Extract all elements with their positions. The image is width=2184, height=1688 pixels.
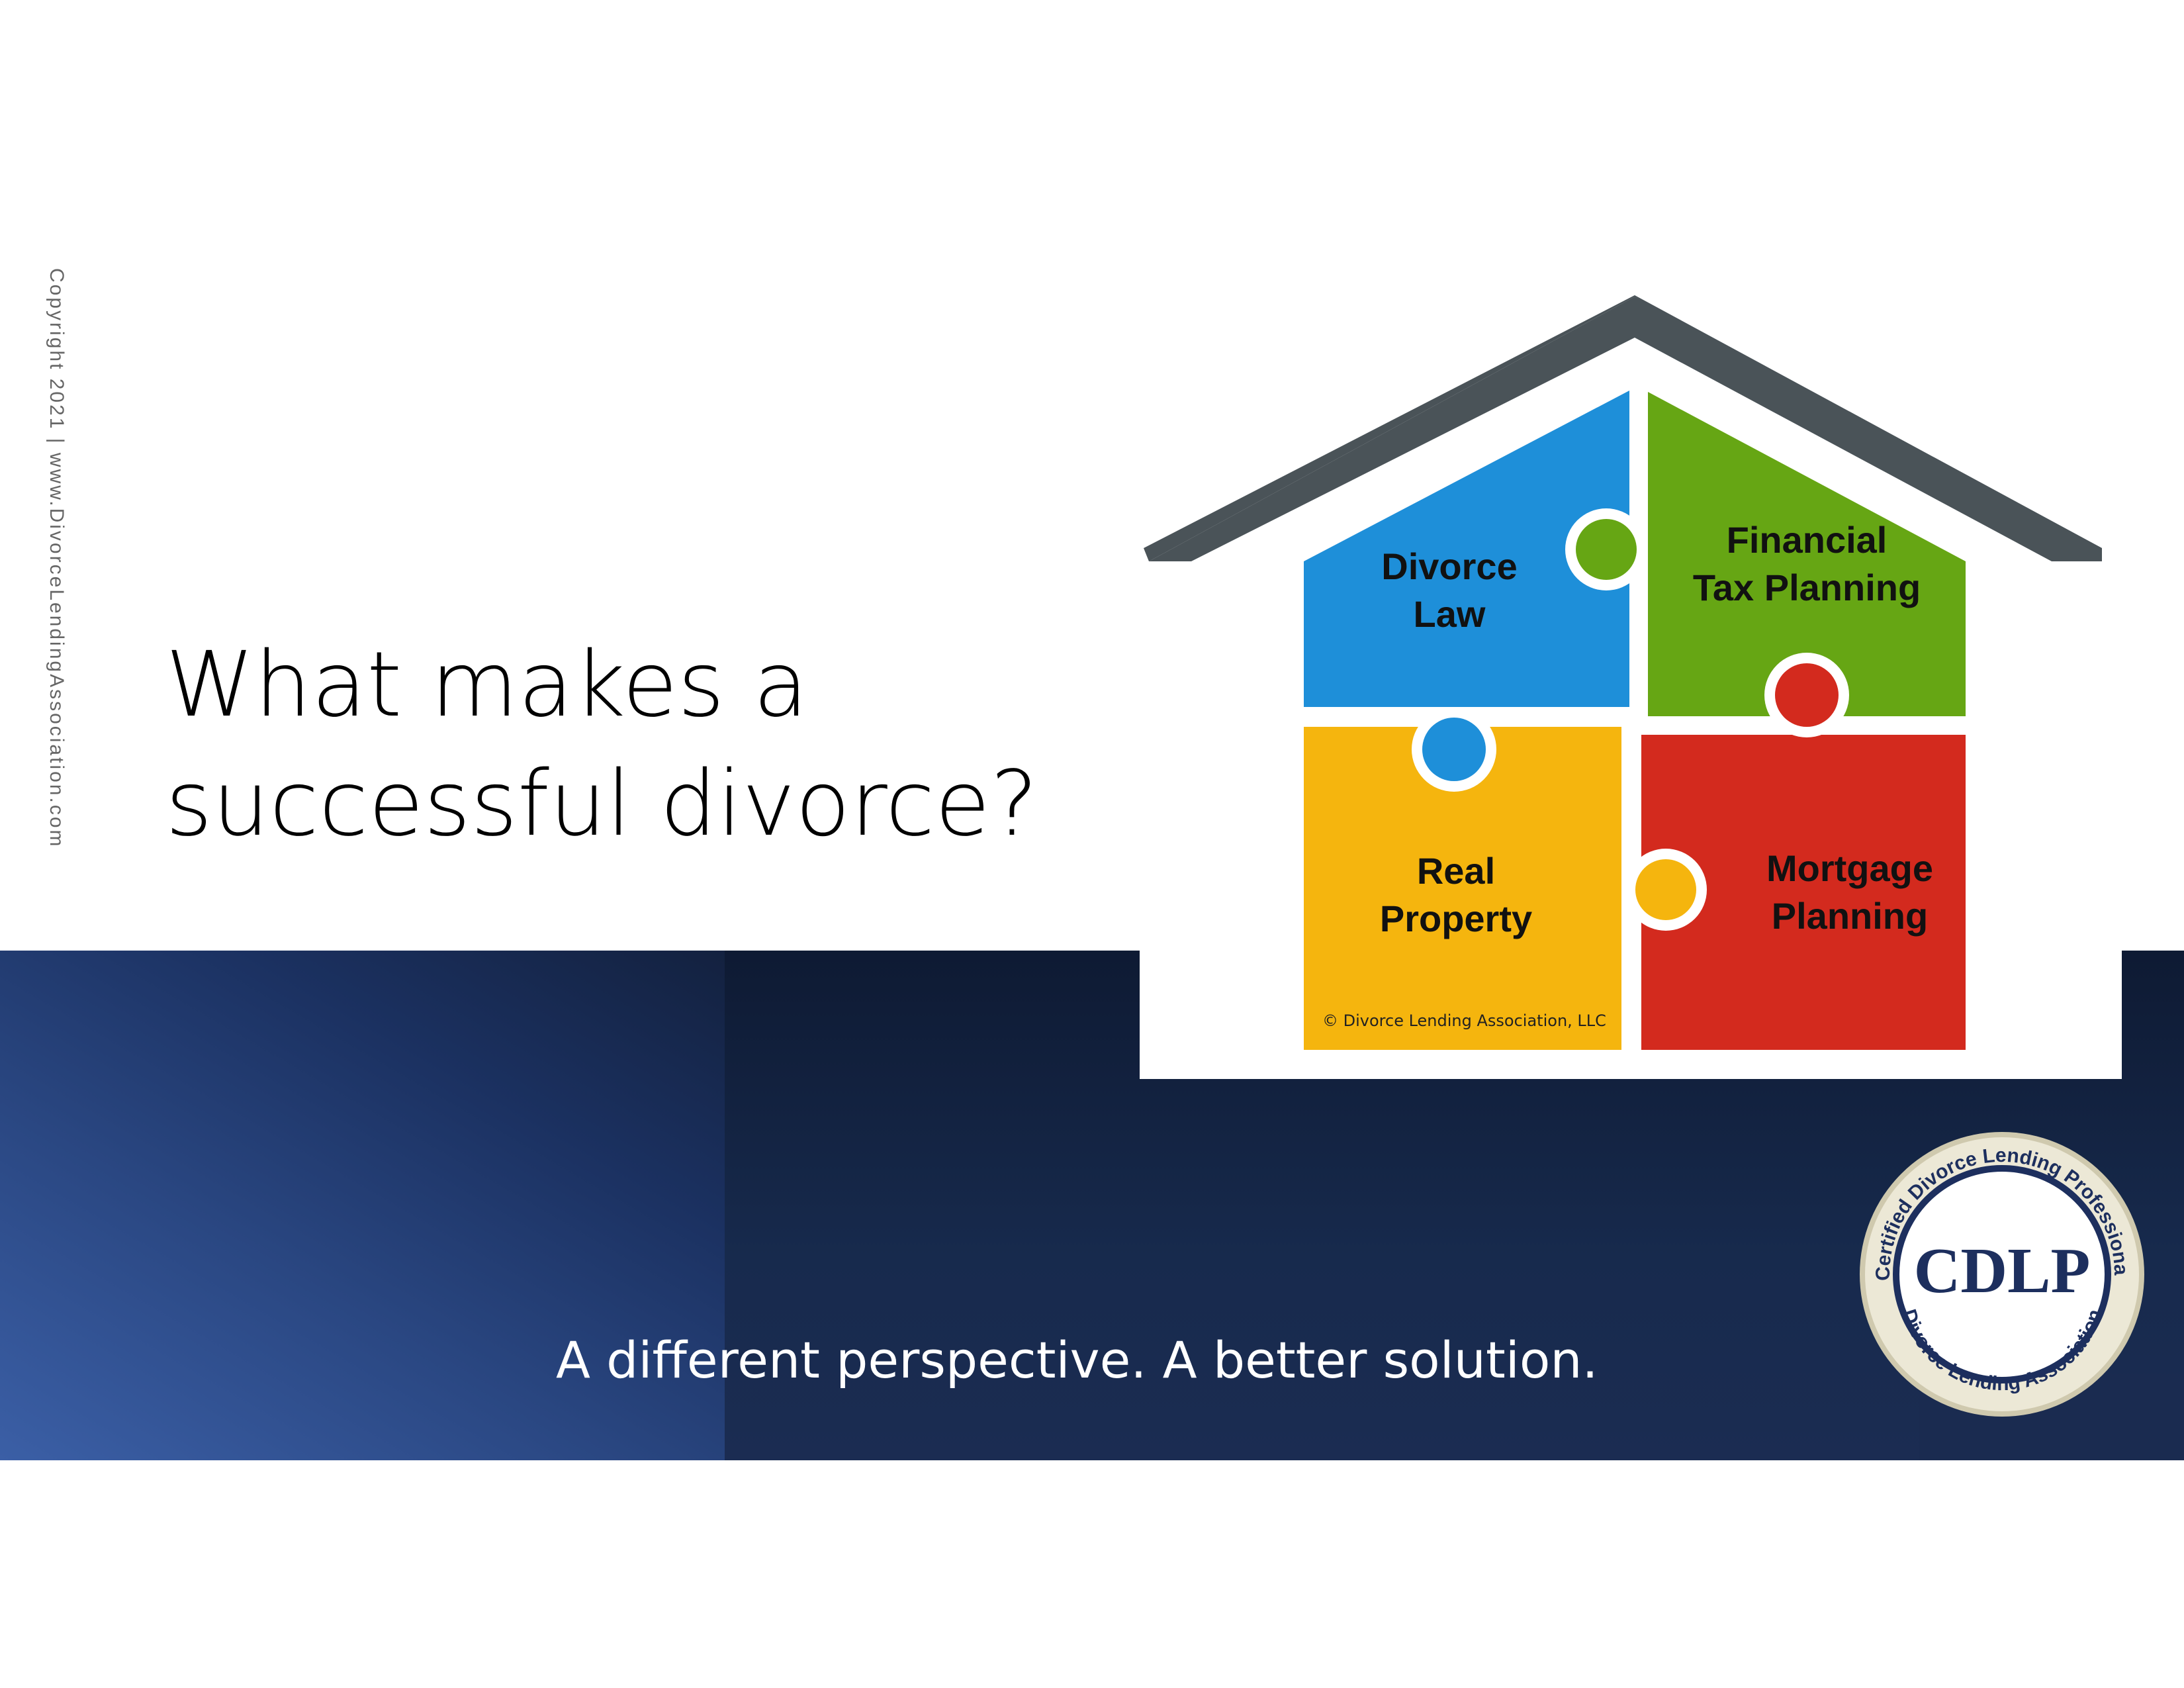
label-real-property: Real Property xyxy=(1379,850,1533,939)
tagline: A different perspective. A better soluti… xyxy=(556,1331,1598,1389)
label-divorce-law: Divorce Law xyxy=(1381,545,1518,635)
seal-acronym: CDLP xyxy=(1914,1235,2091,1307)
puzzle-house-graphic: Divorce Law Financial Tax Planning Real … xyxy=(1125,278,2118,1086)
vertical-copyright: Copyright 2021 | www.DivorceLendingAssoc… xyxy=(46,268,68,849)
piece-financial-tax xyxy=(1648,392,1966,716)
knob-green-fill xyxy=(1576,519,1637,580)
slide-title: What makes a successful divorce? xyxy=(165,626,1038,864)
band-gradient-panel xyxy=(0,951,725,1460)
knob-red-fill xyxy=(1775,663,1839,727)
roof-shape-main xyxy=(1149,297,2102,561)
house-copyright: © Divorce Lending Association, LLC xyxy=(1322,1011,1606,1030)
title-line-2: successful divorce? xyxy=(165,752,1038,857)
label-financial-tax: Financial Tax Planning xyxy=(1692,519,1921,608)
puzzle-house-svg xyxy=(1144,295,2102,1050)
knob-blue-fill xyxy=(1422,718,1486,781)
title-line-1: What makes a xyxy=(165,633,809,737)
cdlp-seal-icon: Certified Divorce Lending Professional D… xyxy=(1853,1125,2144,1417)
piece-divorce-law xyxy=(1304,391,1629,707)
label-mortgage: Mortgage Planning xyxy=(1766,847,1933,937)
knob-yellow-fill xyxy=(1635,859,1696,920)
